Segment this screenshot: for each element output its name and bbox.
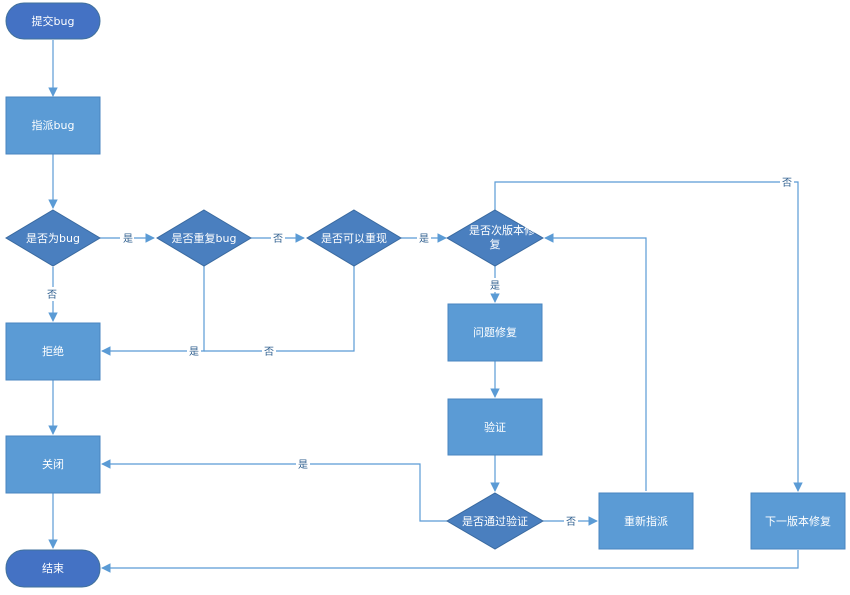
node-verify-label: 验证 bbox=[484, 420, 506, 434]
node-submit-bug-label: 提交bug bbox=[32, 14, 75, 28]
node-next-version-fix-label: 下一版本修复 bbox=[765, 514, 831, 528]
node-reject-label: 拒绝 bbox=[42, 344, 64, 358]
node-is-duplicate: 是否重复bug bbox=[156, 209, 252, 267]
edge-duplicate-to-reject bbox=[101, 266, 205, 356]
node-reject: 拒绝 bbox=[5, 322, 101, 381]
edge-thisversion-to-nextversion bbox=[494, 181, 803, 492]
node-next-version-fix: 下一版本修复 bbox=[750, 492, 846, 550]
edges bbox=[48, 40, 803, 573]
edge-reproducible-to-reject bbox=[204, 266, 355, 352]
node-submit-bug: 提交bug bbox=[5, 2, 101, 40]
edge-labels: 是 否 否 是 否 是 是 否 是 否 bbox=[45, 175, 794, 528]
node-reproducible-label: 是否可以重现 bbox=[321, 231, 387, 245]
node-close-label: 关闭 bbox=[42, 457, 64, 471]
node-fix-this-version-label-1: 是否次版本修 bbox=[469, 223, 535, 237]
node-assign-bug: 指派bug bbox=[5, 96, 101, 155]
node-close: 关闭 bbox=[5, 435, 101, 494]
node-is-bug-label: 是否为bug bbox=[26, 232, 80, 245]
label-duplicate-no: 否 bbox=[273, 233, 283, 245]
label-reproducible-no: 否 bbox=[264, 346, 274, 358]
node-end-label: 结束 bbox=[42, 562, 64, 575]
node-is-bug: 是否为bug bbox=[5, 209, 101, 267]
node-end: 结束 bbox=[5, 549, 101, 588]
node-fix-this-version-label-2: 复 bbox=[490, 237, 501, 251]
edge-reassign-to-thisversion bbox=[544, 233, 647, 491]
label-duplicate-yes: 是 bbox=[189, 346, 199, 358]
label-thisversion-yes: 是 bbox=[490, 280, 500, 292]
node-reassign-label: 重新指派 bbox=[624, 514, 668, 528]
label-isbug-no: 否 bbox=[47, 289, 57, 301]
edge-nextversion-to-end bbox=[101, 550, 799, 573]
node-fix-issue-label: 问题修复 bbox=[473, 325, 517, 339]
label-verified-yes: 是 bbox=[298, 459, 308, 471]
node-assign-bug-label: 指派bug bbox=[32, 118, 75, 132]
label-thisversion-no: 否 bbox=[782, 177, 792, 189]
node-verify: 验证 bbox=[447, 398, 543, 456]
label-reproducible-yes: 是 bbox=[419, 233, 429, 245]
label-verified-no: 否 bbox=[566, 516, 576, 528]
node-passed-verification: 是否通过验证 bbox=[446, 492, 544, 550]
node-is-duplicate-label: 是否重复bug bbox=[172, 231, 237, 245]
node-reproducible: 是否可以重现 bbox=[306, 209, 402, 267]
edge-passed-to-close bbox=[101, 459, 447, 522]
node-reassign: 重新指派 bbox=[598, 492, 694, 550]
label-isbug-yes: 是 bbox=[123, 233, 133, 245]
node-fix-this-version: 是否次版本修 复 bbox=[446, 209, 544, 267]
node-fix-issue: 问题修复 bbox=[447, 303, 543, 362]
node-passed-verification-label: 是否通过验证 bbox=[462, 514, 528, 528]
